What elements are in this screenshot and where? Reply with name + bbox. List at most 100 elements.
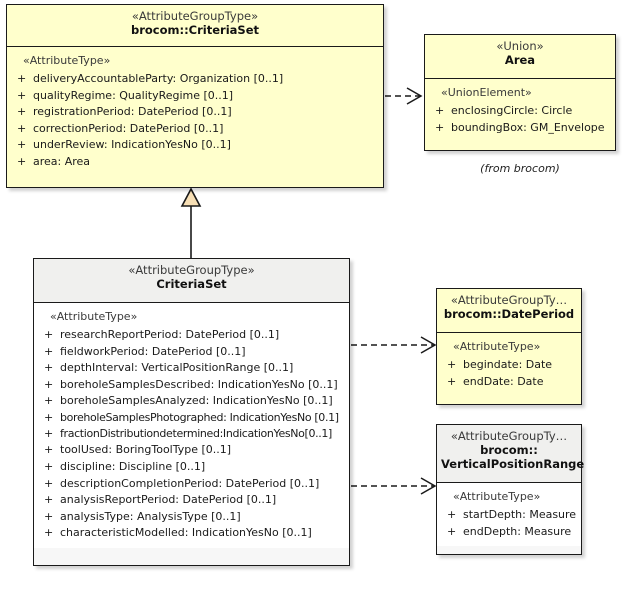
attribute-row: + registrationPeriod: DatePeriod [0..1] — [7, 104, 383, 121]
class-name: Area — [504, 53, 536, 67]
attribute-signature: fractionDistributiondetermined:Indicatio… — [60, 427, 332, 441]
attribute-signature: boundingBox: GM_Envelope — [451, 120, 605, 134]
attribute-signature: depthInterval: VerticalPositionRange [0.… — [60, 361, 294, 375]
attribute-row: + enclosingCircle: Circle — [425, 103, 615, 120]
class-attributes-criteriaset: «AttributeType» + researchReportPeriod: … — [34, 303, 349, 548]
attribute-signature: boreholeSamplesPhotographed: IndicationY… — [60, 410, 339, 424]
class-criteriaset[interactable]: «AttributeGroupType» CriteriaSet «Attrib… — [33, 258, 350, 566]
attribute-signature: characteristicModelled: IndicationYesNo … — [60, 526, 312, 540]
class-name: CriteriaSet — [156, 277, 227, 291]
attribute-row: + area: Area — [7, 154, 383, 171]
attribute-row: + correctionPeriod: DatePeriod [0..1] — [7, 121, 383, 138]
attribute-row: + toolUsed: BoringToolType [0..1] — [34, 442, 349, 459]
attribute-visibility: + — [17, 72, 27, 85]
attribute-visibility: + — [44, 443, 54, 457]
attribute-signature: startDepth: Measure — [463, 508, 577, 521]
class-area[interactable]: «Union» Area «UnionElement» + enclosingC… — [424, 34, 616, 151]
attribute-visibility: + — [44, 328, 54, 341]
attribute-signature: area: Area — [33, 154, 91, 168]
class-name-line-2: VerticalPositionRange — [441, 457, 585, 471]
class-brocom-criteriaset[interactable]: «AttributeGroupType» brocom::CriteriaSet… — [6, 4, 384, 188]
attribute-signature: analysisType: AnalysisType [0..1] — [60, 509, 241, 523]
class-stereotype: «AttributeGroupType» — [131, 9, 259, 23]
attribute-row: + boreholeSamplesPhotographed: Indicatio… — [34, 410, 349, 426]
attribute-visibility: + — [44, 344, 54, 358]
attribute-visibility: + — [17, 88, 27, 102]
attribute-row: + fieldworkPeriod: DatePeriod [0..1] — [34, 344, 349, 361]
attribute-signature: enclosingCircle: Circle — [451, 104, 573, 117]
attribute-visibility: + — [447, 508, 457, 521]
compartment-stereotype: «UnionElement» — [441, 86, 532, 99]
class-header-verticalpositionrange: «AttributeGroupTy… brocom:: VerticalPosi… — [437, 425, 585, 483]
attribute-row: + fractionDistributiondetermined:Indicat… — [34, 426, 349, 442]
dependency-criteriaset-to-verticalpositionrange — [351, 477, 437, 495]
attribute-row: + startDepth: Measure — [437, 507, 581, 524]
attribute-visibility: + — [44, 427, 53, 441]
attribute-visibility: + — [44, 526, 54, 540]
attribute-visibility: + — [44, 476, 54, 490]
attribute-visibility: + — [44, 493, 54, 507]
attribute-visibility: + — [17, 138, 27, 152]
attribute-row: + boundingBox: GM_Envelope — [425, 120, 615, 137]
attribute-signature: qualityRegime: QualityRegime [0..1] — [33, 88, 234, 102]
attribute-row: + endDate: Date — [437, 374, 581, 391]
attribute-visibility: + — [44, 509, 54, 523]
class-header-area: «Union» Area — [425, 35, 615, 79]
compartment-stereotype: «AttributeType» — [23, 54, 111, 67]
attribute-row: + analysisReportPeriod: DatePeriod [0..1… — [34, 492, 349, 509]
class-name-line-1: brocom:: — [480, 443, 538, 457]
class-stereotype: «Union» — [496, 39, 544, 53]
attribute-signature: fieldworkPeriod: DatePeriod [0..1] — [60, 344, 246, 358]
attribute-visibility: + — [447, 374, 457, 388]
attribute-visibility: + — [435, 104, 445, 117]
class-dateperiod[interactable]: «AttributeGroupTy… brocom::DatePeriod «A… — [436, 288, 582, 405]
class-name: brocom::CriteriaSet — [130, 23, 259, 37]
attribute-visibility: + — [17, 121, 27, 135]
attribute-row: + begindate: Date — [437, 357, 581, 374]
attribute-row: + boreholeSamplesDescribed: IndicationYe… — [34, 377, 349, 394]
attribute-signature: toolUsed: BoringToolType [0..1] — [60, 443, 232, 457]
dependency-brocom-criteriaset-to-area — [385, 87, 423, 105]
attribute-signature: discipline: Discipline [0..1] — [60, 459, 206, 473]
attribute-visibility: + — [44, 377, 54, 391]
attribute-signature: underReview: IndicationYesNo [0..1] — [33, 138, 231, 152]
attribute-signature: descriptionCompletionPeriod: DatePeriod … — [60, 476, 320, 490]
attribute-visibility: + — [17, 105, 27, 119]
attribute-signature: researchReportPeriod: DatePeriod [0..1] — [60, 328, 280, 341]
generalization-criteriaset-to-brocom-criteriaset — [180, 187, 202, 258]
attribute-signature: endDate: Date — [463, 374, 544, 388]
attribute-signature: boreholeSamplesDescribed: IndicationYesN… — [60, 377, 338, 391]
attribute-signature: correctionPeriod: DatePeriod [0..1] — [33, 121, 224, 135]
class-header-dateperiod: «AttributeGroupTy… brocom::DatePeriod — [437, 289, 581, 333]
compartment-stereotype: «AttributeType» — [50, 310, 138, 323]
attribute-row: + qualityRegime: QualityRegime [0..1] — [7, 88, 383, 105]
attribute-signature: endDepth: Measure — [463, 524, 572, 538]
attribute-visibility: + — [447, 524, 457, 538]
class-caption-area-from-package: (from brocom) — [480, 162, 560, 175]
compartment-stereotype: «AttributeType» — [453, 340, 541, 353]
attribute-signature: deliveryAccountableParty: Organization [… — [33, 72, 284, 85]
attribute-row: + discipline: Discipline [0..1] — [34, 459, 349, 476]
attribute-visibility: + — [435, 120, 445, 134]
attribute-row: + characteristicModelled: IndicationYesN… — [34, 525, 349, 542]
attribute-visibility: + — [44, 459, 54, 473]
class-name: brocom::DatePeriod — [443, 307, 575, 321]
attribute-signature: boreholeSamplesAnalyzed: IndicationYesNo… — [60, 394, 333, 408]
dependency-criteriaset-to-dateperiod — [351, 336, 437, 354]
class-stereotype: «AttributeGroupTy… — [450, 293, 568, 307]
attribute-visibility: + — [17, 154, 27, 168]
attribute-signature: registrationPeriod: DatePeriod [0..1] — [33, 105, 232, 119]
attribute-row: + boreholeSamplesAnalyzed: IndicationYes… — [34, 393, 349, 410]
attribute-row: + depthInterval: VerticalPositionRange [… — [34, 360, 349, 377]
class-stereotype: «AttributeGroupType» — [128, 263, 255, 277]
attribute-row: + researchReportPeriod: DatePeriod [0..1… — [34, 327, 349, 344]
class-stereotype: «AttributeGroupTy… — [450, 429, 568, 443]
class-header-criteriaset: «AttributeGroupType» CriteriaSet — [34, 259, 349, 303]
attribute-signature: analysisReportPeriod: DatePeriod [0..1] — [60, 493, 277, 507]
attribute-row: + deliveryAccountableParty: Organization… — [7, 71, 383, 88]
class-attributes-verticalpositionrange: «AttributeType» + startDepth: Measure + … — [437, 483, 581, 547]
attribute-signature: begindate: Date — [463, 358, 553, 371]
class-verticalpositionrange[interactable]: «AttributeGroupTy… brocom:: VerticalPosi… — [436, 424, 585, 555]
